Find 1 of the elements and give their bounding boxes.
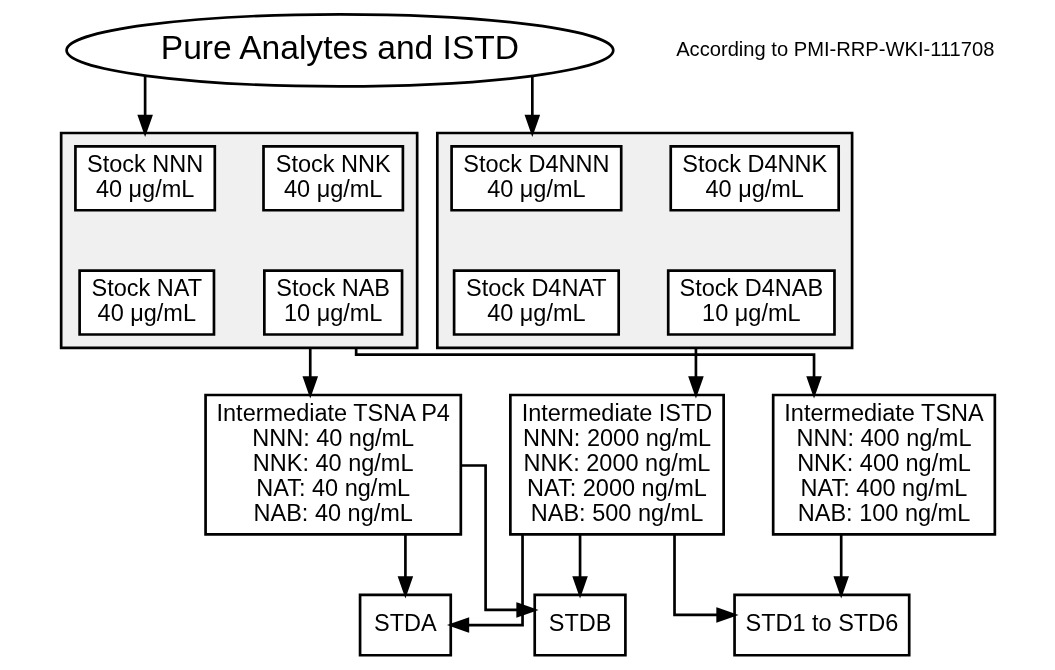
label: According to PMI-RRP-WKI-111708 (675, 37, 994, 60)
